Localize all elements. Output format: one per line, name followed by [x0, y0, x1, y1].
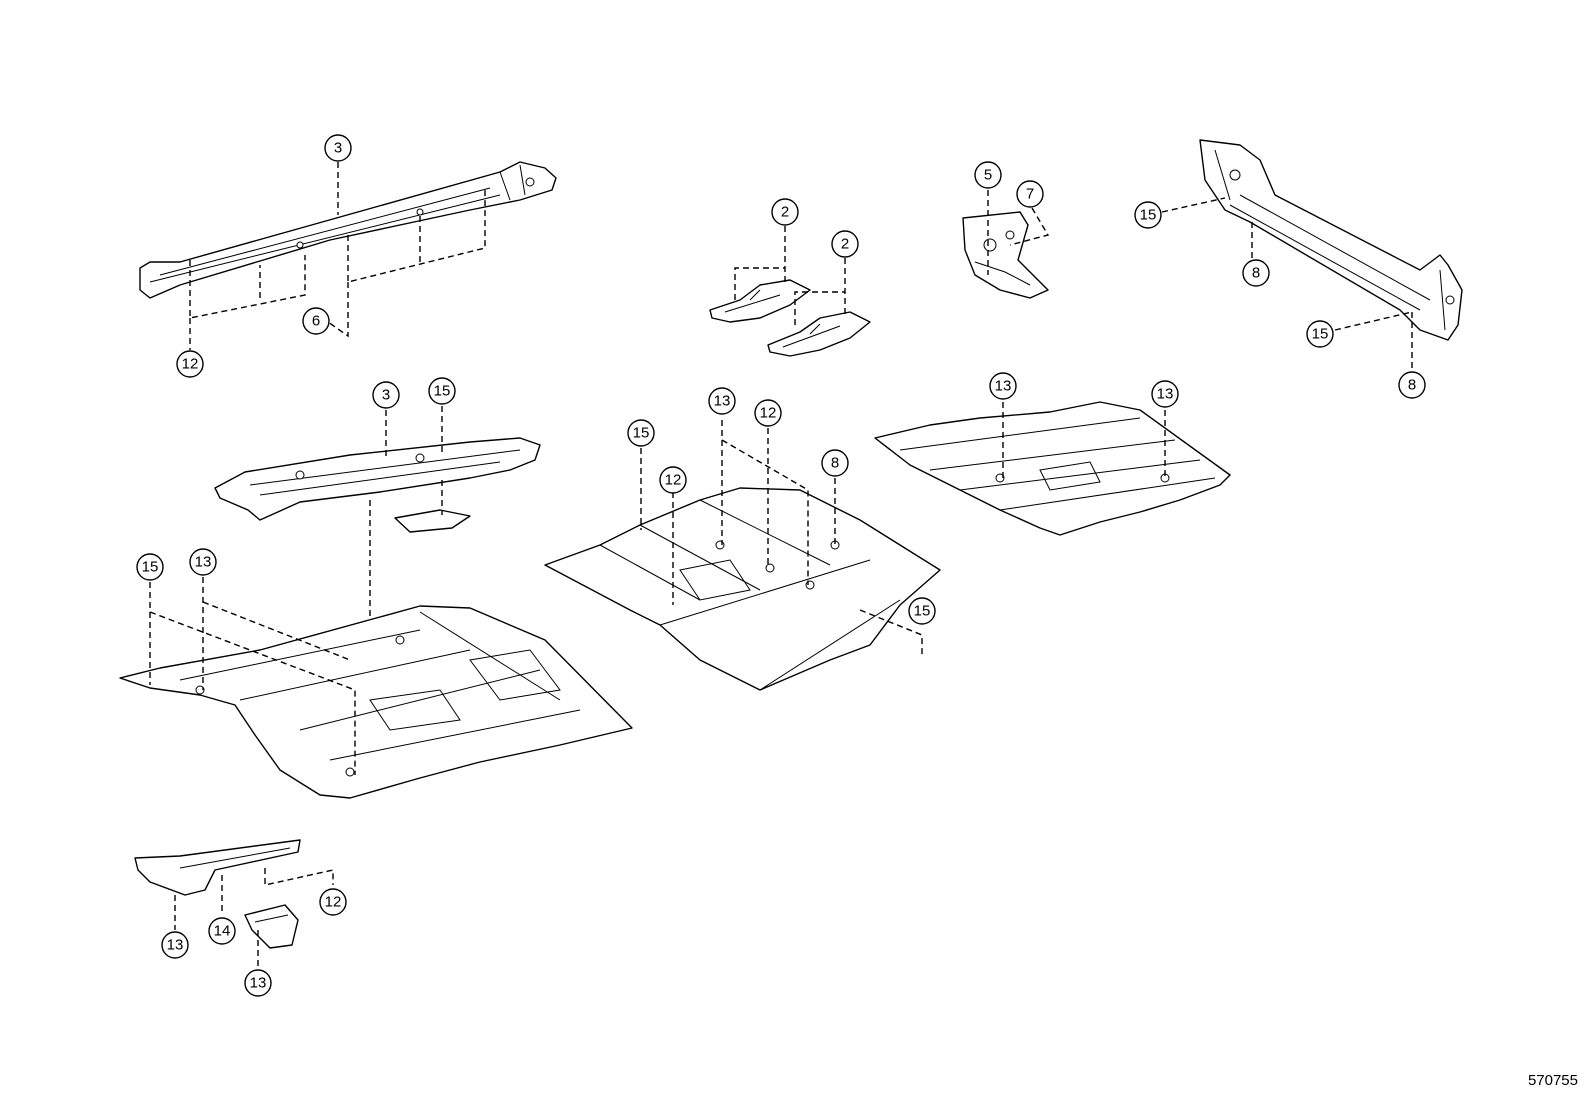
- callout-2-right: 2: [831, 230, 859, 258]
- callout-13-center: 13: [708, 387, 736, 415]
- svg-text:7: 7: [1026, 186, 1034, 203]
- extension-part: [134, 839, 301, 896]
- callout-8-right-bottom: 8: [1398, 371, 1426, 399]
- front-floor-pan-part: [119, 605, 633, 799]
- callout-12-center-left: 12: [659, 466, 687, 494]
- bracket-part-right: [767, 311, 871, 357]
- svg-text:12: 12: [760, 405, 777, 422]
- svg-text:13: 13: [250, 975, 267, 992]
- callout-14: 14: [208, 917, 236, 945]
- callout-3-top: 3: [324, 134, 352, 162]
- callout-markers: 3 12 6 2 2 5 7 15 8 15 8 3 15 15 13 12 1…: [136, 134, 1426, 997]
- callout-6: 6: [302, 307, 330, 335]
- callout-15-center-left: 15: [627, 419, 655, 447]
- callout-12-center-right: 12: [754, 399, 782, 427]
- cross-member-part: [1199, 139, 1463, 341]
- bracket-part-left: [709, 279, 811, 323]
- svg-text:8: 8: [831, 455, 839, 472]
- svg-text:2: 2: [781, 204, 789, 221]
- callout-15-mid: 15: [428, 377, 456, 405]
- svg-text:2: 2: [841, 236, 849, 253]
- svg-text:12: 12: [182, 356, 199, 373]
- center-floor-pan-part: [544, 487, 941, 691]
- svg-text:13: 13: [714, 393, 731, 410]
- plate-part: [962, 211, 1049, 299]
- svg-text:14: 14: [214, 923, 231, 940]
- svg-text:5: 5: [984, 167, 992, 184]
- callout-13-rear-right: 13: [1151, 380, 1179, 408]
- callout-15-center-bottom: 15: [908, 597, 936, 625]
- rear-floor-pan-part: [874, 401, 1231, 536]
- callout-7: 7: [1016, 180, 1044, 208]
- svg-text:13: 13: [195, 554, 212, 571]
- callout-12-bottom: 12: [319, 888, 347, 916]
- diagram-id: 570755: [1527, 1072, 1578, 1089]
- side-member-part: [139, 161, 557, 299]
- callout-13-bottom-left: 13: [161, 931, 189, 959]
- svg-text:3: 3: [334, 140, 342, 157]
- gusset-part: [244, 904, 299, 949]
- callout-8-center: 8: [821, 449, 849, 477]
- svg-text:13: 13: [995, 378, 1012, 395]
- svg-text:8: 8: [1408, 377, 1416, 394]
- callout-8-right-top: 8: [1242, 259, 1270, 287]
- callout-13-front: 13: [189, 548, 217, 576]
- svg-text:15: 15: [1140, 207, 1157, 224]
- svg-text:12: 12: [325, 894, 342, 911]
- crossmember-part: [214, 437, 541, 521]
- callout-3-mid: 3: [372, 381, 400, 409]
- svg-text:15: 15: [914, 603, 931, 620]
- small-patch-part: [394, 509, 471, 533]
- callout-15-front: 15: [136, 553, 164, 581]
- callout-13-rear-left: 13: [989, 372, 1017, 400]
- svg-text:6: 6: [312, 313, 320, 330]
- svg-text:15: 15: [1312, 326, 1329, 343]
- svg-text:13: 13: [167, 937, 184, 954]
- callout-12-top: 12: [176, 350, 204, 378]
- leader-lines: [189, 162, 486, 350]
- callout-15-right-bottom: 15: [1306, 320, 1334, 348]
- callout-2-left: 2: [771, 198, 799, 226]
- callout-5: 5: [974, 161, 1002, 189]
- svg-text:15: 15: [434, 383, 451, 400]
- svg-text:15: 15: [142, 559, 159, 576]
- callout-15-right-top: 15: [1134, 201, 1162, 229]
- svg-text:3: 3: [382, 387, 390, 404]
- svg-text:13: 13: [1157, 386, 1174, 403]
- callout-13-bottom: 13: [244, 969, 272, 997]
- svg-text:8: 8: [1252, 265, 1260, 282]
- svg-text:15: 15: [633, 425, 650, 442]
- svg-text:12: 12: [665, 472, 682, 489]
